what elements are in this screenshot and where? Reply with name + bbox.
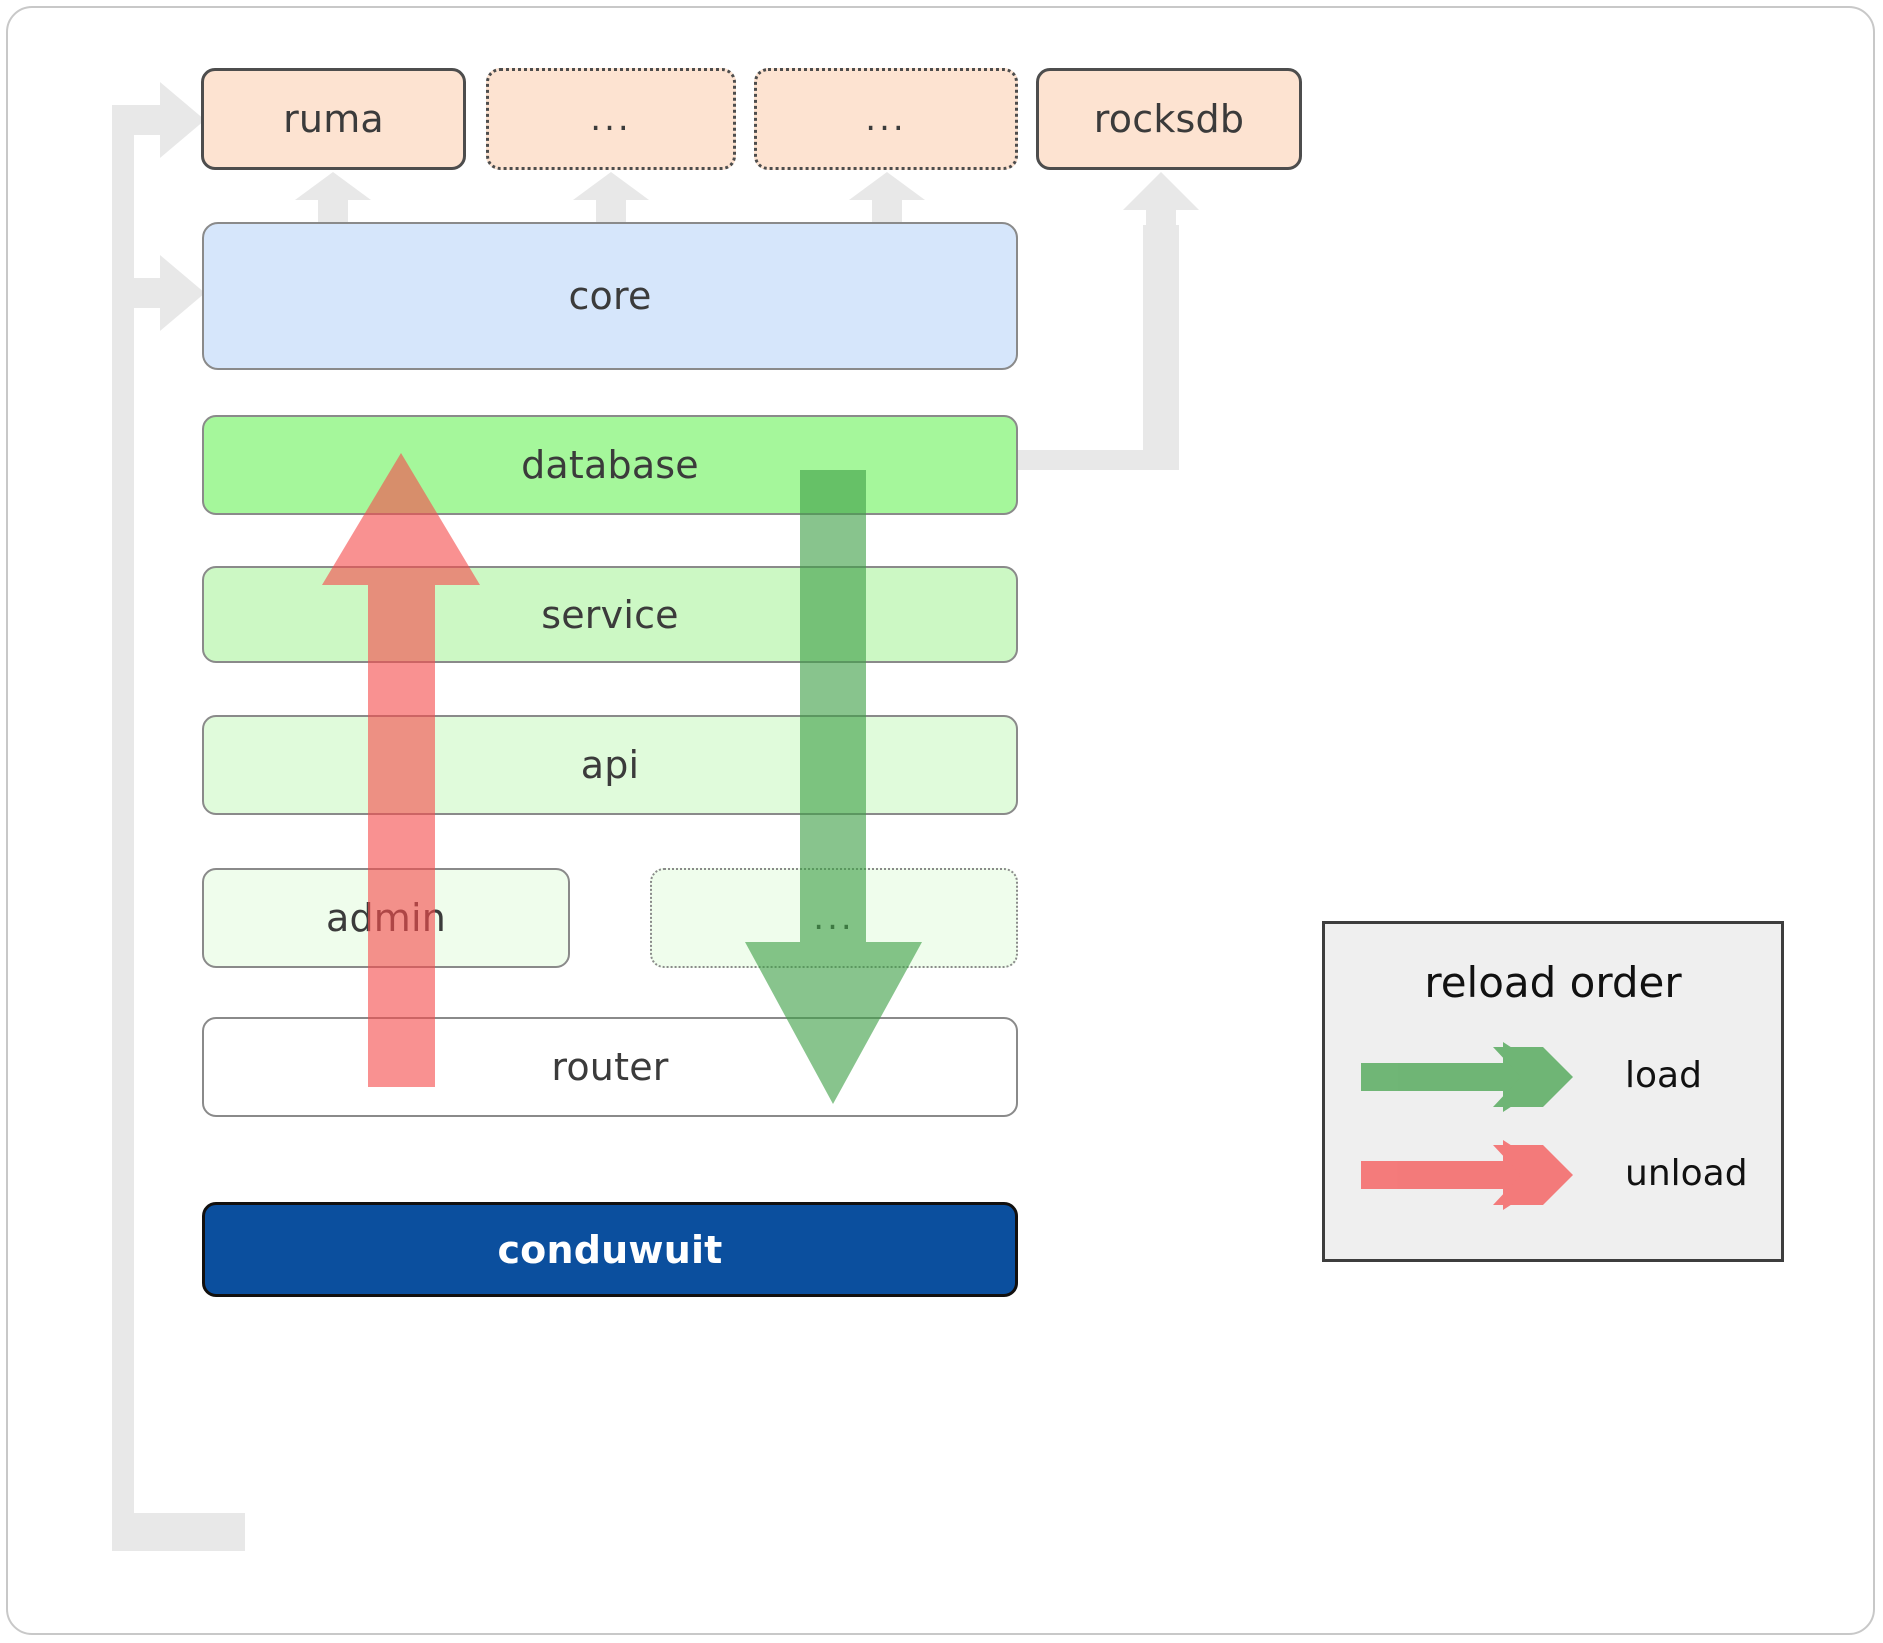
connector-arrow-core-to-ruma [295,172,371,225]
node-service-label: service [541,592,679,637]
node-core[interactable]: core [202,222,1018,370]
node-database-label: database [521,443,699,487]
legend-label-unload: unload [1625,1153,1748,1194]
connector-left-bottom-stub [112,1513,245,1551]
legend-label-load: load [1625,1055,1702,1096]
node-router[interactable]: router [202,1017,1018,1117]
unload-arrow [322,453,480,1087]
node-ruma[interactable]: ruma [201,68,466,170]
node-rocksdb-label: rocksdb [1093,97,1245,141]
node-top-ellipsis-2[interactable]: ... [754,68,1018,170]
connector-arrow-to-rocksdb [1123,172,1199,235]
connector-database-to-rocksdb-elbow [1143,225,1179,470]
load-arrow [745,470,922,1104]
connector-database-to-rocksdb [1016,450,1155,470]
node-ruma-label: ruma [283,97,384,141]
node-database[interactable]: database [202,415,1018,515]
node-top-ellipsis-2-label: ... [865,99,907,139]
legend-load-arrow [1361,1042,1573,1112]
connector-arrow-core-to-dots1 [573,172,649,225]
node-api[interactable]: api [202,715,1018,815]
legend-arrow-layer [1361,1042,1573,1210]
legend-unload-arrow [1361,1140,1573,1210]
legend-panel: reload order load unload [1322,921,1784,1262]
connector-left-trunk [112,120,134,1540]
node-api-label: api [580,743,640,787]
node-top-ellipsis-1-label: ... [590,99,632,139]
legend-title: reload order [1424,958,1682,1007]
connector-arrow-to-core [112,255,205,331]
node-conduwuit[interactable]: conduwuit [202,1202,1018,1297]
node-rocksdb[interactable]: rocksdb [1036,68,1302,170]
node-router-label: router [551,1045,669,1089]
node-top-ellipsis-1[interactable]: ... [486,68,736,170]
node-conduwuit-label: conduwuit [497,1227,723,1272]
connector-arrow-to-ruma [112,82,205,158]
connector-arrow-core-to-dots2 [849,172,925,225]
node-core-label: core [568,274,652,318]
